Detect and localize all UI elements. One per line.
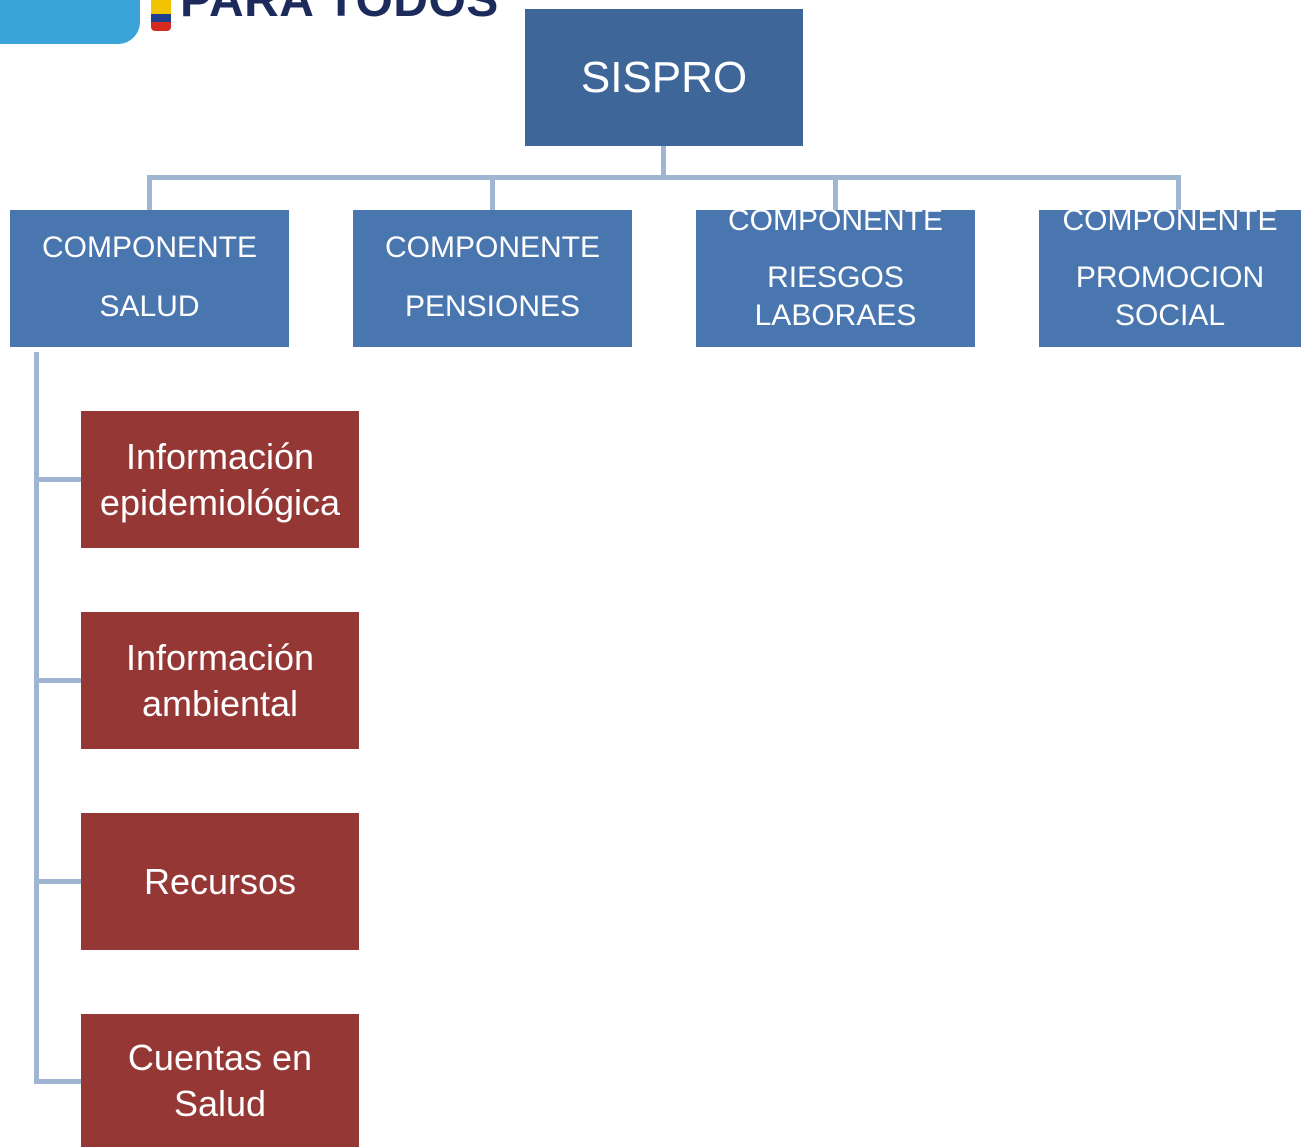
drop-connector-riesgos xyxy=(833,175,838,210)
salud-vertical-connector xyxy=(34,352,39,1084)
salud-child-line1: Recursos xyxy=(143,860,297,902)
salud-child-line2: epidemiológica xyxy=(99,481,341,523)
component-node-line1: COMPONENTE xyxy=(384,230,600,264)
component-node-line1: COMPONENTE xyxy=(41,230,257,264)
component-node-line2: PROMOCION xyxy=(1075,260,1265,294)
salud-child-node: Información ambiental xyxy=(81,612,359,749)
salud-child-line1: Cuentas en xyxy=(127,1036,313,1078)
component-node-line3: SOCIAL xyxy=(1114,298,1226,332)
component-node-line1: COMPONENTE xyxy=(727,203,943,237)
salud-branch-connector xyxy=(34,477,81,482)
salud-child-line2: ambiental xyxy=(141,682,299,724)
component-node-promocion: COMPONENTE PROMOCION SOCIAL xyxy=(1039,204,1301,347)
drop-connector-pensiones xyxy=(490,175,495,210)
root-connector xyxy=(661,146,666,177)
component-node-line2: PENSIONES xyxy=(404,289,581,323)
logo-tab xyxy=(0,0,140,44)
component-node-line1: COMPONENTE xyxy=(1062,203,1278,237)
root-node-label: SISPRO xyxy=(580,52,748,102)
flag-icon xyxy=(151,0,171,31)
salud-child-line1: Información xyxy=(125,636,315,678)
drop-connector-salud xyxy=(147,175,152,210)
root-node: SISPRO xyxy=(525,9,803,146)
salud-branch-connector xyxy=(34,678,81,683)
component-node-salud: COMPONENTE SALUD xyxy=(10,210,289,347)
component-node-riesgos: COMPONENTE RIESGOS LABORAES xyxy=(696,204,975,347)
drop-connector-promocion xyxy=(1176,175,1181,210)
salud-child-line2: Salud xyxy=(173,1082,267,1124)
salud-child-line1: Información xyxy=(125,435,315,477)
component-node-line3: LABORAES xyxy=(754,298,917,332)
component-node-line2: SALUD xyxy=(99,289,200,323)
salud-child-node: Cuentas en Salud xyxy=(81,1014,359,1147)
salud-branch-connector xyxy=(34,879,81,884)
salud-child-node: Recursos xyxy=(81,813,359,950)
salud-branch-connector xyxy=(34,1079,81,1084)
component-node-line2: RIESGOS xyxy=(767,260,904,294)
component-node-pensiones: COMPONENTE PENSIONES xyxy=(353,210,632,347)
horizontal-connector xyxy=(147,175,1181,180)
salud-child-node: Información epidemiológica xyxy=(81,411,359,548)
logo-text: PARA TODOS xyxy=(180,0,499,27)
